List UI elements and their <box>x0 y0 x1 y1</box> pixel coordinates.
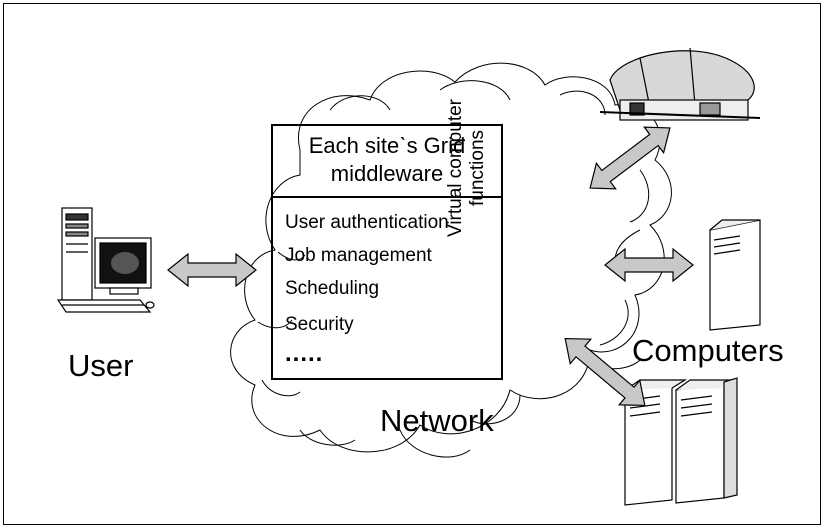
middleware-title-line2: middleware <box>330 161 444 186</box>
function-job-management: Job management <box>285 245 432 266</box>
observatory-arrow <box>589 126 671 190</box>
computers-label: Computers <box>632 333 784 368</box>
middleware-title-line1: Each siteˋs Grid <box>308 133 466 158</box>
function-user-authentication: User authentication <box>285 212 449 233</box>
server-tower-arrow <box>604 247 694 283</box>
diagram-frame <box>3 3 821 525</box>
desktop-computer-icon <box>56 207 155 313</box>
observatory-icon <box>599 47 761 121</box>
middleware-title: Each siteˋs Grid middleware <box>271 124 503 198</box>
function-scheduling: Scheduling <box>285 278 380 299</box>
server-pair-arrow <box>564 337 646 407</box>
virtual-functions-line1: Virtual computer <box>445 99 466 237</box>
function-security: Security <box>285 314 354 335</box>
user-network-arrow <box>167 252 257 288</box>
server-pair-icon <box>624 377 738 506</box>
cloud-icon <box>230 62 672 458</box>
user-label: User <box>68 348 134 383</box>
server-tower-icon <box>709 219 761 331</box>
network-label: Network <box>380 403 494 438</box>
virtual-computer-functions-label: Virtual computer functions <box>445 68 489 268</box>
function-ellipsis: ..... <box>285 340 324 367</box>
virtual-functions-line2: functions <box>467 129 488 207</box>
middleware-box <box>271 124 503 380</box>
